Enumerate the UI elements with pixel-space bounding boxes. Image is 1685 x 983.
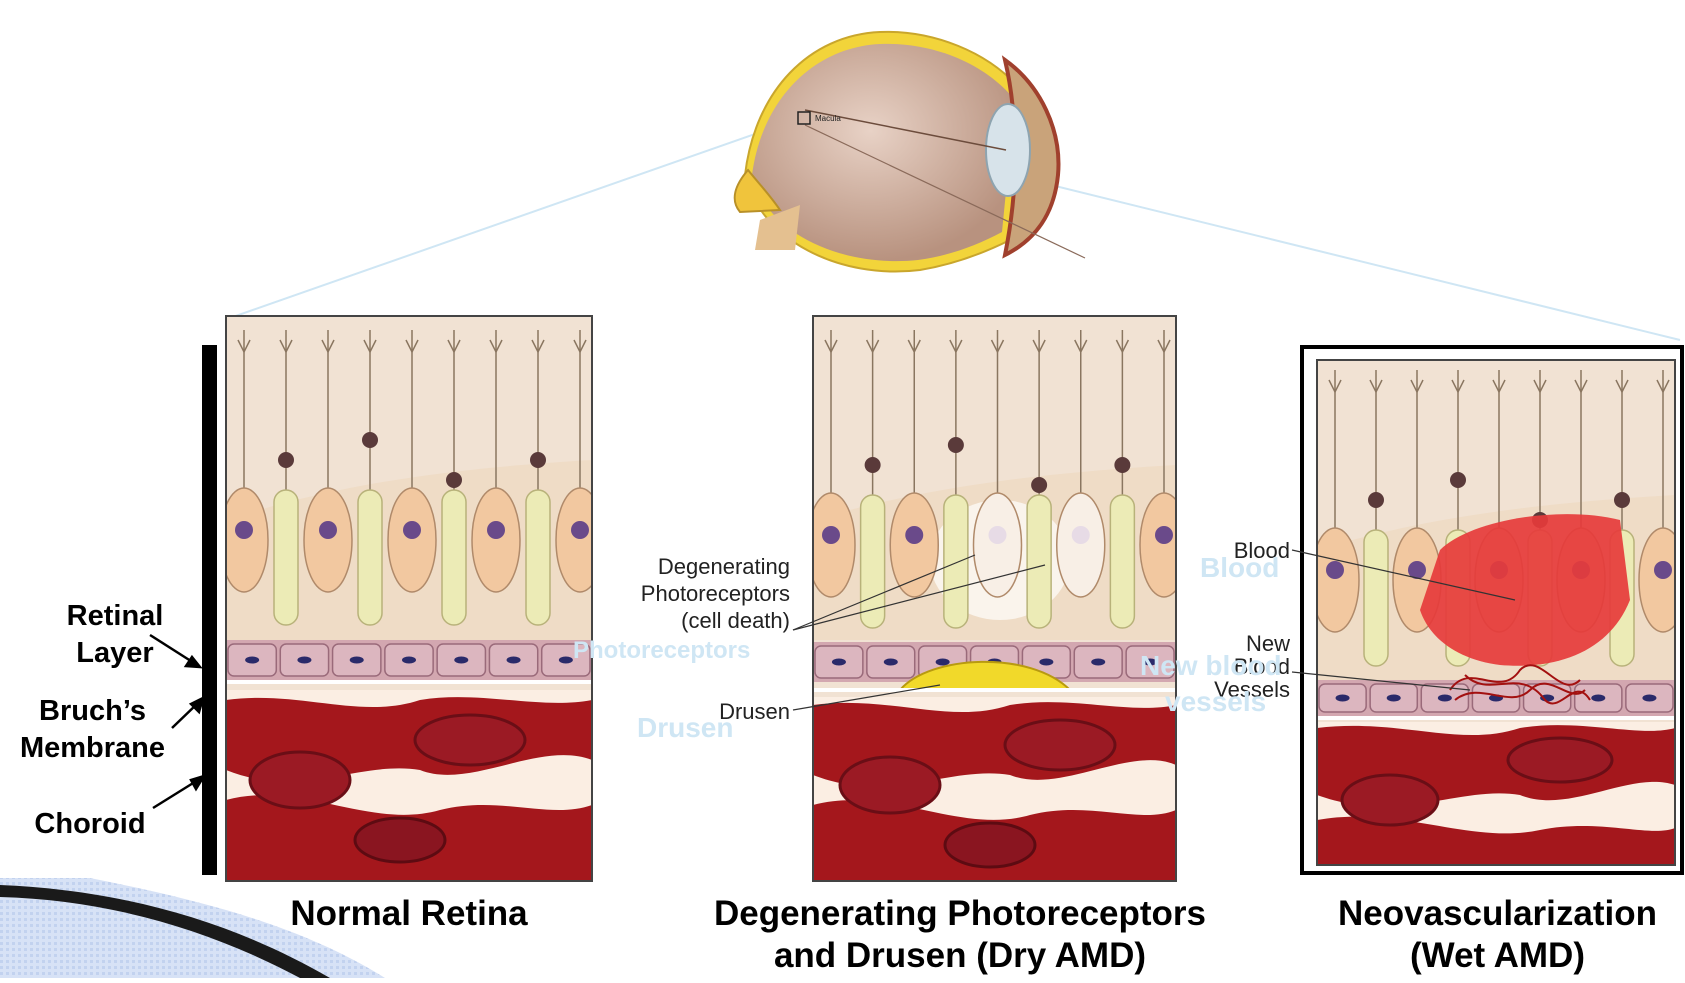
label-bruchs-membrane: Bruch’s Membrane xyxy=(10,693,175,767)
ghost-label-vessels: vessels xyxy=(1165,686,1266,718)
caption-normal-retina: Normal Retina xyxy=(226,893,592,935)
caption-wet-line1: Neovascularization xyxy=(1310,893,1685,935)
label-retinal-layer: Retinal Layer xyxy=(55,598,175,672)
panel-wet-amd-art xyxy=(1311,360,1685,865)
caption-wet-amd: Neovascularization (Wet AMD) xyxy=(1310,893,1685,977)
label-degenerating-photoreceptors: Degenerating Photoreceptors (cell death) xyxy=(575,553,790,634)
label-retinal-layer-line2: Layer xyxy=(55,635,175,672)
caption-normal-line1: Normal Retina xyxy=(226,893,592,935)
degenerating-line3: (cell death) xyxy=(575,607,790,634)
label-choroid: Choroid xyxy=(25,806,155,843)
ghost-label-blood: Blood xyxy=(1200,552,1279,584)
degenerating-line2: Photoreceptors xyxy=(575,580,790,607)
caption-dry-line1: Degenerating Photoreceptors xyxy=(660,893,1260,935)
caption-dry-amd: Degenerating Photoreceptors and Drusen (… xyxy=(660,893,1260,977)
retina-depth-bar xyxy=(202,345,217,875)
eye-illustration xyxy=(735,32,1085,272)
ghost-label-new-blood: New blood xyxy=(1140,650,1282,682)
degenerating-line1: Degenerating xyxy=(575,553,790,580)
caption-dry-line2: and Drusen (Dry AMD) xyxy=(660,935,1260,977)
caption-wet-line2: (Wet AMD) xyxy=(1310,935,1685,977)
ghost-label-drusen: Drusen xyxy=(637,712,733,744)
label-bruchs-line1: Bruch’s xyxy=(10,693,175,730)
macula-label: Macula xyxy=(815,114,841,123)
panel-dry-amd-art xyxy=(807,316,1188,881)
label-retinal-layer-line1: Retinal xyxy=(55,598,175,635)
panel-normal-retina-art xyxy=(220,316,604,881)
label-bruchs-line2: Membrane xyxy=(10,730,175,767)
ghost-label-photoreceptors: Photoreceptors xyxy=(573,637,750,665)
